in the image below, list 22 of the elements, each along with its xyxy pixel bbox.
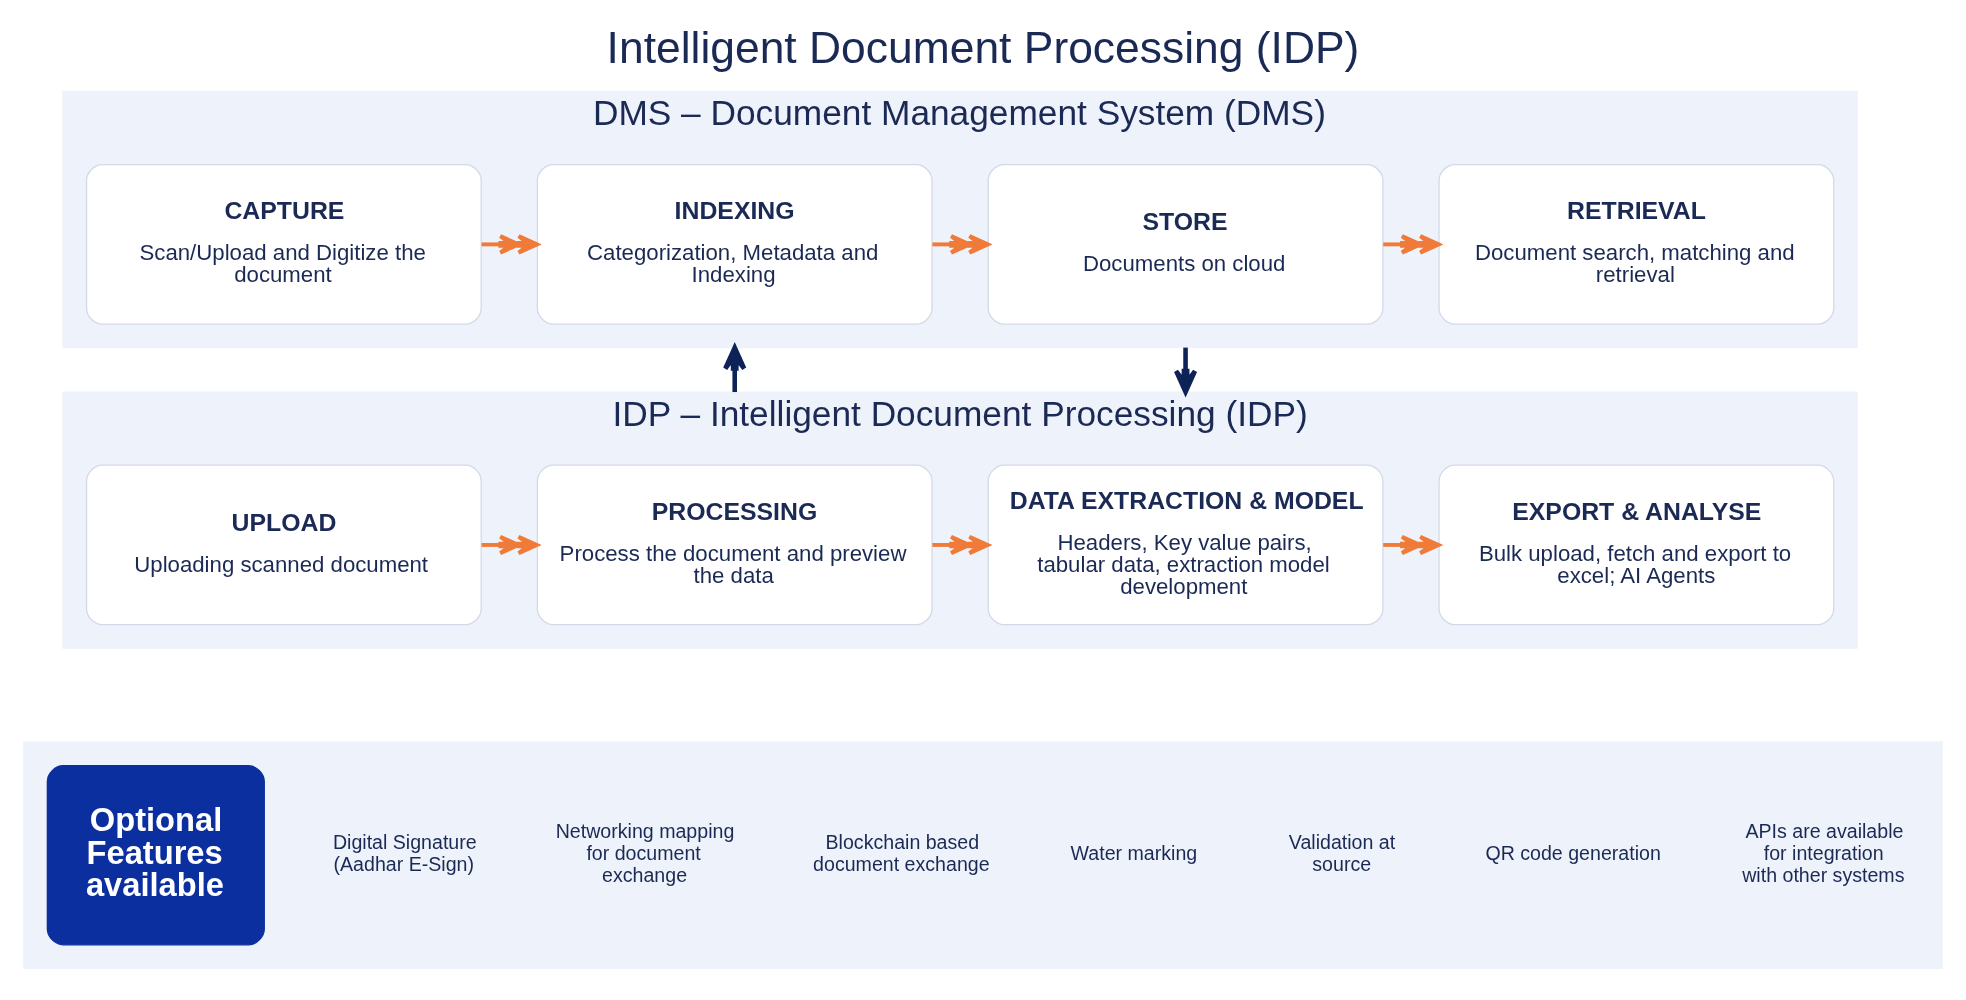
node-text: Water marking [1070, 841, 1198, 864]
diagram-title: Intelligent Document Processing (IDP) [606, 22, 1360, 72]
node-box: INDEXING Categorization, Metadata and Indexing [536, 163, 933, 325]
arrow [932, 233, 990, 255]
node-box: UPLOAD Uploading scanned document [85, 464, 482, 625]
node-box: CAPTURE Scan/Upload and Digitize the document [85, 163, 482, 325]
node-box: Optional Features available [46, 764, 265, 945]
node-text: Digital Signature (Aadhar E-Sign) [332, 830, 477, 875]
node-box: PROCESSING Process the document and preview the data [536, 464, 933, 625]
node-text: QR code generation [1485, 841, 1661, 864]
node-text: Blockchain based document exchange [813, 830, 990, 875]
node-text: Validation at source [1288, 830, 1396, 875]
node-box: STORE Documents on cloud [987, 163, 1384, 325]
node-box: RETRIEVAL Document search, matching and retrieval [1438, 163, 1835, 325]
arrow [481, 233, 539, 255]
node-text: APIs are available for integration with other systems [1742, 819, 1905, 886]
node-text: Networking mapping for document exchange [555, 819, 735, 886]
arrow [723, 344, 747, 392]
node-box: EXPORT & ANALYSE Bulk upload, fetch and export to excel; AI Agents [1438, 464, 1835, 625]
cluster [23, 741, 1943, 969]
node-box: DATA EXTRACTION & MODEL Headers, Key value pairs, tabular data, extraction model development [987, 464, 1384, 625]
arrow [1383, 233, 1441, 255]
